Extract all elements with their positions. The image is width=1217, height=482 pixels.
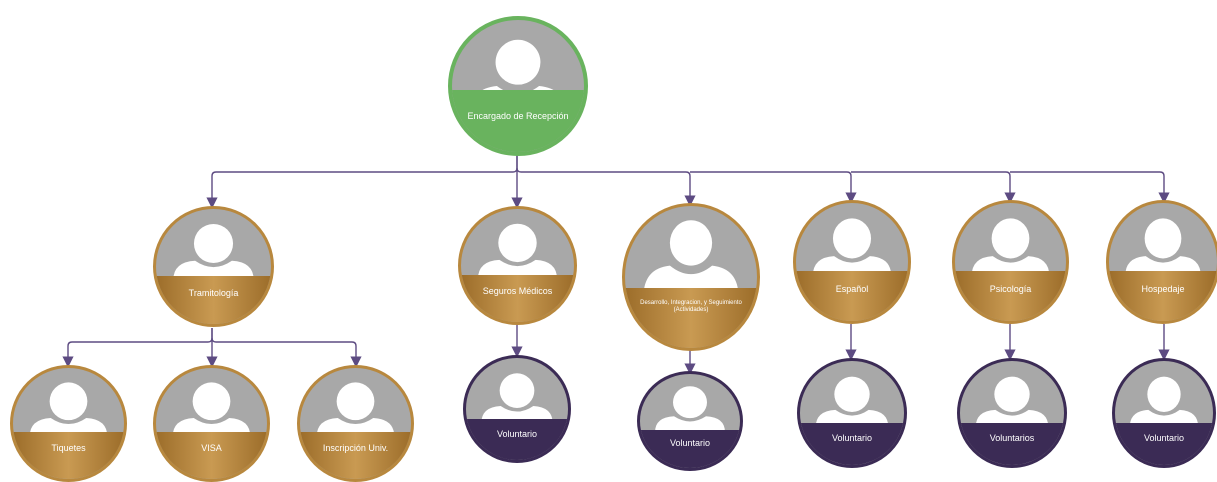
node-hospedaje[interactable]: Hospedaje [1106, 200, 1217, 324]
connector-root-psicologia [851, 171, 1016, 204]
person-icon [316, 382, 395, 437]
connector-root-espanol [690, 171, 857, 204]
person-icon [812, 218, 892, 277]
connector-tramitologia-inscripcion [211, 337, 362, 368]
person-icon [481, 373, 553, 424]
node-voluntario-hospedaje[interactable]: Voluntario [1112, 358, 1216, 468]
node-label: Encargado de Recepción [452, 89, 584, 152]
node-psicologia[interactable]: Psicología [952, 200, 1069, 324]
person-icon [1129, 376, 1199, 428]
node-tiquetes[interactable]: Tiquetes [10, 365, 127, 482]
node-label: VISA [156, 432, 267, 479]
node-voluntario-desarrollo[interactable]: Voluntario [637, 371, 743, 471]
node-visa[interactable]: VISA [153, 365, 270, 482]
node-label: Psicología [955, 271, 1066, 321]
node-label: Voluntarios [960, 423, 1064, 465]
node-espanol[interactable]: Español [793, 200, 911, 324]
node-desarrollo[interactable]: Desarrollo, Integracion, y Seguimiento (… [622, 203, 760, 351]
node-label: Desarrollo, Integracion, y Seguimiento (… [625, 288, 757, 348]
person-icon [477, 223, 558, 280]
node-voluntario-seguros[interactable]: Voluntario [463, 355, 571, 463]
node-voluntarios-psicologia[interactable]: Voluntarios [957, 358, 1067, 468]
node-tramitologia[interactable]: Tramitología [153, 206, 274, 327]
person-icon [173, 223, 254, 281]
node-seguros-medicos[interactable]: Seguros Médicos [458, 206, 577, 325]
node-label: Seguros Médicos [461, 274, 574, 322]
node-root[interactable]: Encargado de Recepción [448, 16, 588, 156]
node-label: Voluntario [466, 419, 568, 460]
node-label: Voluntario [1115, 423, 1213, 465]
person-icon [971, 218, 1050, 277]
person-icon [815, 376, 889, 428]
node-inscripcion-univ[interactable]: Inscripción Univ. [297, 365, 414, 482]
person-icon [975, 376, 1049, 428]
node-voluntario-espanol[interactable]: Voluntario [797, 358, 907, 468]
person-icon [172, 382, 251, 437]
node-label: Hospedaje [1109, 271, 1217, 321]
connector-root-desarrollo [516, 167, 696, 207]
person-icon [29, 382, 108, 437]
connector-tramitologia-tiquetes [62, 328, 213, 368]
connector-root-tramitologia [206, 148, 518, 209]
node-label: Inscripción Univ. [300, 432, 411, 479]
connector-root-hospedaje [1010, 171, 1170, 204]
node-label: Voluntario [800, 423, 904, 465]
node-label: Tramitología [156, 275, 271, 324]
person-icon [655, 386, 725, 433]
node-label: Voluntario [640, 430, 740, 468]
person-icon [1125, 218, 1201, 277]
node-label: Español [796, 271, 908, 321]
node-label: Tiquetes [13, 432, 124, 479]
